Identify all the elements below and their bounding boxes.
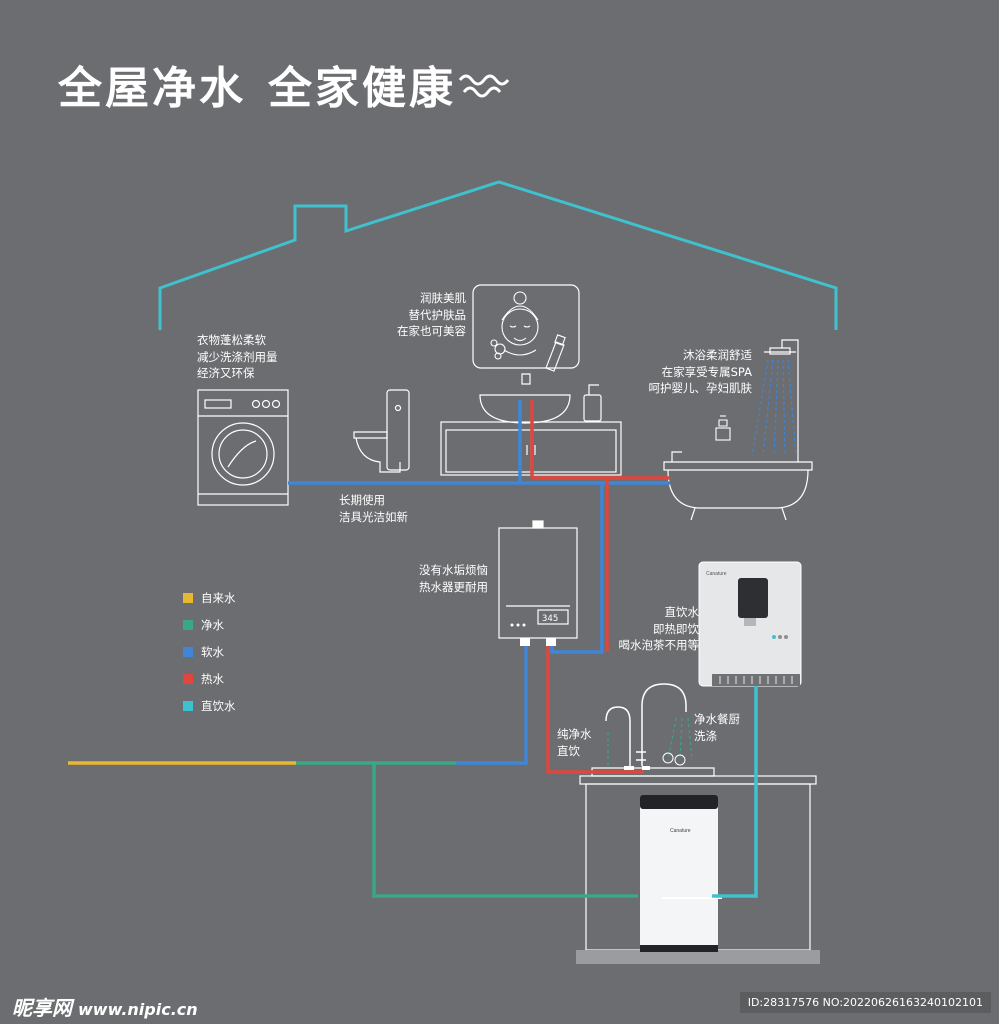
soap-dispenser-icon <box>583 384 602 422</box>
pipe-hot-water <box>530 400 670 774</box>
bath-benefit-text: 沐浴柔润舒适 在家享受专属SPA 呵护婴儿、孕妇肌肤 <box>648 348 753 395</box>
purified-water-tap-icon <box>605 706 631 766</box>
title-part-1: 全屋净水 <box>58 63 246 114</box>
washing-machine-icon <box>197 389 289 506</box>
kitchen-tap-text: 净水餐厨 洗涤 <box>694 712 740 743</box>
legend-item-pure-water: 净水 <box>183 611 236 638</box>
tap-connector-icon <box>624 766 650 770</box>
kitchen-faucet-icon <box>636 683 687 766</box>
pipe-pure-water <box>296 761 638 898</box>
bathtub-icon <box>663 451 813 521</box>
water-purifier-icon <box>640 795 722 952</box>
title-part-2: 全家健康 <box>268 63 456 114</box>
legend-label: 净水 <box>201 617 224 632</box>
watermark-url: www.nipic.cn <box>78 1000 198 1019</box>
legend-item-hot-water: 热水 <box>183 665 236 692</box>
faucet-spray-icon <box>607 717 693 766</box>
legend-swatch <box>183 673 193 684</box>
mirror-icon <box>472 284 580 369</box>
purifier-brand-text: Canature <box>670 828 691 834</box>
water-dispenser-icon <box>698 561 802 687</box>
legend-label: 直饮水 <box>201 698 236 713</box>
legend-label: 软水 <box>201 644 224 659</box>
watermark-id: ID:28317576 NO:20220626163240102101 <box>739 992 991 1013</box>
heater-buttons-icon <box>510 623 526 627</box>
heater-connector-icon <box>520 638 556 646</box>
legend-label: 热水 <box>201 671 224 686</box>
skin-benefit-text: 润肤美肌 替代护肤品 在家也可美容 <box>397 291 466 338</box>
watermark-site-name: 昵享网 <box>12 996 72 1020</box>
toilet-icon <box>353 389 410 473</box>
legend-item-drinking-water: 直饮水 <box>183 692 236 719</box>
dispenser-brand-text: Canature <box>706 571 727 577</box>
cosmetic-tube-icon <box>545 334 566 372</box>
purified-tap-text: 纯净水 直饮 <box>557 727 592 758</box>
heater-display-text: 345 <box>542 614 558 624</box>
water-wave-icon <box>458 74 510 98</box>
shower-spray-icon <box>751 359 797 457</box>
pipe-drinking-water <box>712 686 758 898</box>
legend-item-soft-water: 软水 <box>183 638 236 665</box>
dispenser-benefit-text: 直饮水 即热即饮 喝水泡茶不用等 <box>618 605 700 652</box>
water-heater-icon <box>498 520 578 639</box>
wash-basin-icon <box>479 373 571 424</box>
legend-swatch <box>183 592 193 603</box>
watermark-site: 昵享网 www.nipic.cn <box>12 992 198 1021</box>
legend-swatch <box>183 646 193 657</box>
legend-label: 自来水 <box>201 590 236 605</box>
legend-swatch <box>183 619 193 630</box>
page-title: 全屋净水全家健康 <box>58 52 456 116</box>
heater-benefit-text: 没有水垢烦恼 热水器更耐用 <box>419 563 488 594</box>
woman-face-icon <box>490 291 539 360</box>
laundry-benefit-text: 衣物蓬松柔软 减少洗涤剂用量 经济又环保 <box>197 333 278 380</box>
vegetables-icon <box>662 752 686 766</box>
shower-icon <box>764 339 799 462</box>
legend: 自来水 净水 软水 热水 直饮水 <box>183 584 236 719</box>
house-outline <box>158 180 838 330</box>
toiletries-icon <box>715 415 731 441</box>
legend-swatch <box>183 700 193 711</box>
toilet-benefit-text: 长期使用 洁具光洁如新 <box>339 493 408 524</box>
legend-item-tap-water: 自来水 <box>183 584 236 611</box>
